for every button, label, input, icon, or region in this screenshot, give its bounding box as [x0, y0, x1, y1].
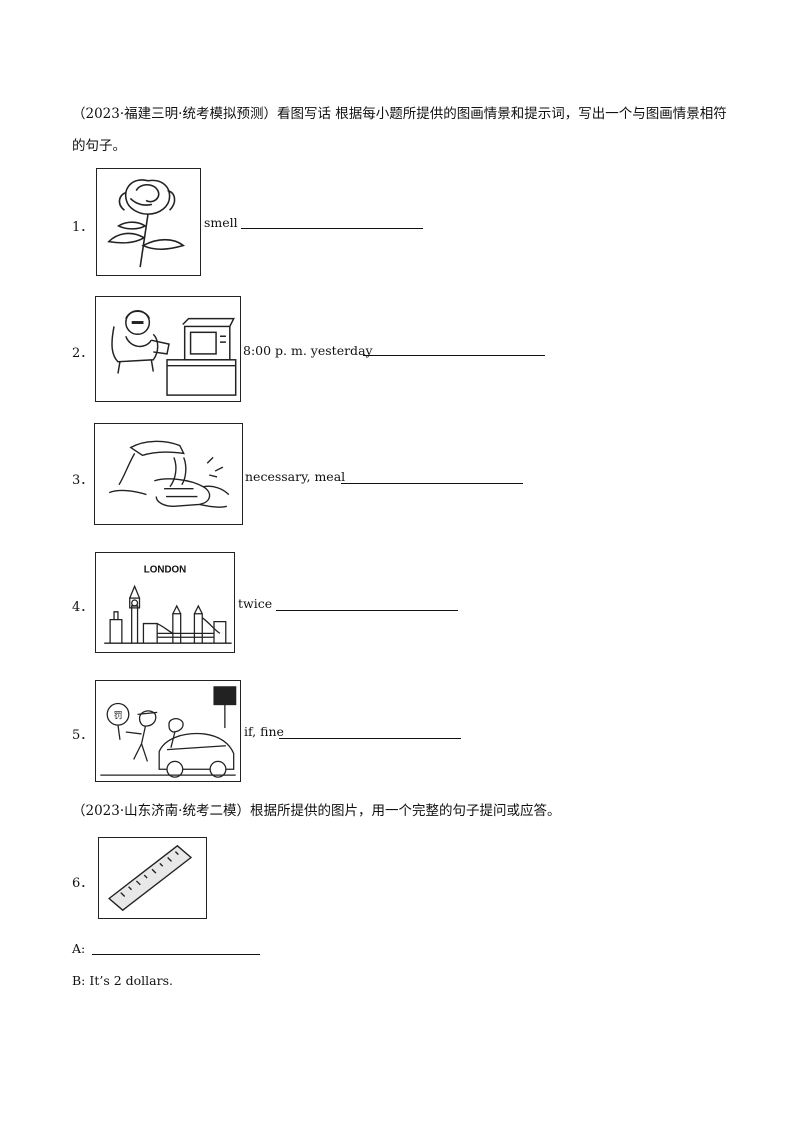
question-2-answer-blank[interactable] — [363, 355, 545, 356]
london-label: LONDON — [144, 565, 186, 576]
question-5-answer-blank[interactable] — [279, 738, 461, 739]
dialog-b-label: B: — [72, 973, 86, 988]
ruler-icon — [98, 837, 207, 919]
question-1-hint: smell — [204, 215, 238, 230]
london-icon: LONDON — [95, 552, 235, 653]
tv-watching-icon — [95, 296, 241, 402]
question-1-answer-blank[interactable] — [241, 228, 423, 229]
question-5-hint: if, fine — [244, 724, 284, 739]
question-4-hint: twice — [238, 596, 273, 611]
dialog-a-label: A: — [72, 941, 86, 956]
dialog-b-text: It’s 2 dollars. — [89, 973, 173, 988]
question-6-number: 6． — [72, 876, 94, 891]
question-4-answer-blank[interactable] — [276, 610, 458, 611]
dialog-a-answer-blank[interactable] — [92, 954, 260, 955]
section-2-instructions: （2023·山东济南·统考二模）根据所提供的图片，用一个完整的句子提问或应答。 — [72, 803, 561, 819]
section-1-instructions: （2023·福建三明·统考模拟预测）看图写话 根据每小题所提供的图画情景和提示词… — [72, 106, 727, 154]
question-2-hint: 8:00 p. m. yesterday — [243, 343, 373, 358]
question-4-number: 4． — [72, 600, 94, 615]
rose-icon — [96, 168, 201, 276]
dialog-b-line: B: It’s 2 dollars. — [72, 973, 173, 988]
question-3-hint: necessary, meal — [245, 469, 346, 484]
washing-hands-icon — [94, 423, 243, 525]
question-1-number: 1． — [72, 220, 94, 235]
question-3-number: 3． — [72, 473, 94, 488]
question-3-answer-blank[interactable] — [341, 483, 523, 484]
question-2-number: 2． — [72, 346, 94, 361]
fine-sign-text: 罚 — [114, 710, 123, 721]
question-5-number: 5． — [72, 728, 94, 743]
traffic-fine-icon: 罚 — [95, 680, 241, 782]
